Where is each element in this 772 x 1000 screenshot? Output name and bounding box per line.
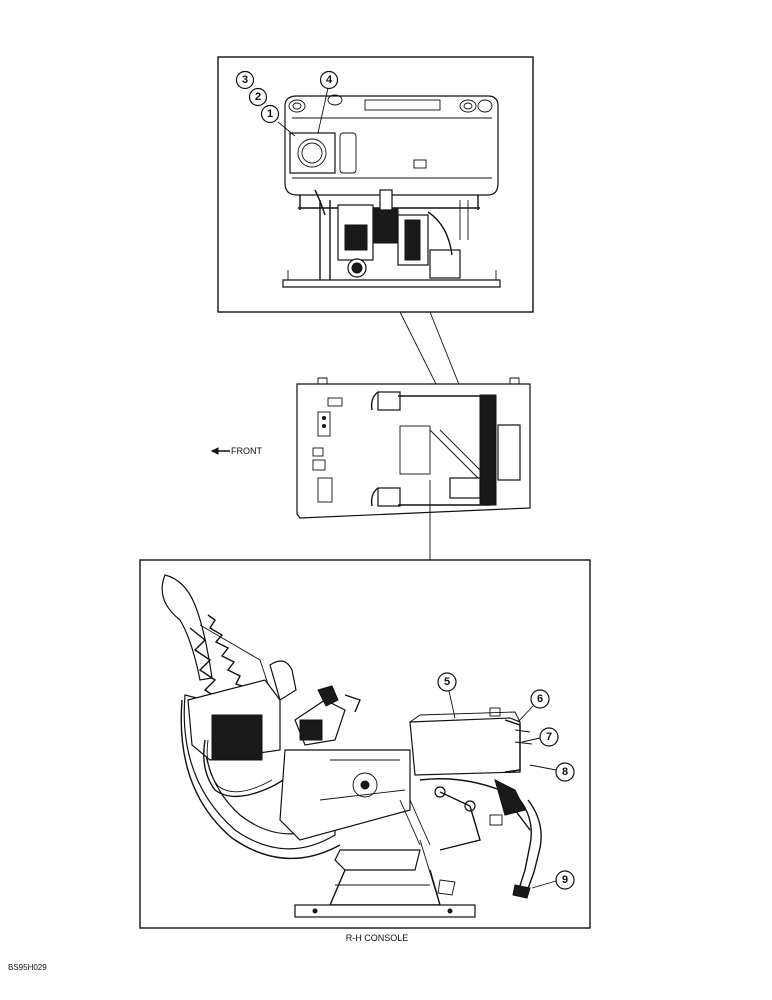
valve-mechanism bbox=[282, 189, 501, 288]
callout-3: 3 bbox=[235, 70, 255, 90]
callout-7: 7 bbox=[521, 727, 559, 747]
callout-4: 4 bbox=[317, 70, 339, 134]
plan-view bbox=[296, 377, 531, 519]
callout-5-label: 5 bbox=[444, 676, 450, 688]
callout-8: 8 bbox=[529, 762, 575, 782]
callout-4-label: 4 bbox=[326, 74, 333, 86]
console-housing bbox=[284, 95, 499, 196]
control-module bbox=[409, 717, 521, 776]
figure-caption: R-H CONSOLE bbox=[346, 933, 409, 943]
callout-1-label: 1 bbox=[267, 108, 273, 120]
figure-code: BS95H029 bbox=[8, 963, 47, 972]
bottom-detail-frame bbox=[139, 559, 591, 929]
mounting-plate bbox=[294, 904, 476, 918]
callout-9: 9 bbox=[531, 870, 575, 890]
callout-6: 6 bbox=[517, 689, 550, 723]
callouts: 1 2 3 4 5 6 bbox=[235, 70, 575, 890]
joystick-boot bbox=[189, 627, 221, 701]
top-detail-view bbox=[217, 56, 534, 313]
callout-3-label: 3 bbox=[242, 74, 248, 86]
callout-1: 1 bbox=[260, 104, 296, 137]
callout-2: 2 bbox=[248, 87, 268, 107]
top-detail-frame bbox=[217, 56, 534, 313]
callout-2-label: 2 bbox=[255, 91, 261, 103]
front-label: FRONT bbox=[231, 446, 262, 456]
callout-8-label: 8 bbox=[562, 766, 568, 778]
callout-9-label: 9 bbox=[562, 874, 568, 886]
callout-6-label: 6 bbox=[537, 693, 543, 705]
callout-7-label: 7 bbox=[546, 731, 552, 743]
callout-5: 5 bbox=[437, 672, 457, 719]
bottom-detail-view bbox=[139, 559, 591, 929]
front-indicator bbox=[210, 447, 230, 455]
